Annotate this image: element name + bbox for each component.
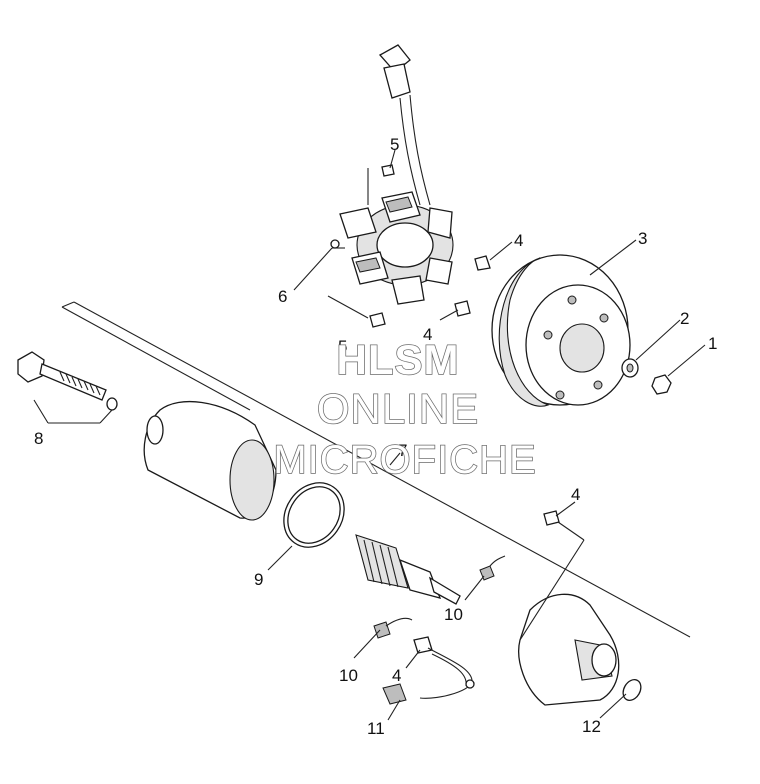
callout-11: 11 — [367, 719, 385, 738]
watermark: HLSM ONLINE MICROFICHE — [273, 335, 537, 483]
callout-7: 7 — [398, 441, 407, 460]
watermark-line-3: MICROFICHE — [273, 438, 536, 482]
flywheel — [491, 254, 631, 407]
screw-4-bracket — [543, 510, 560, 526]
watermark-line-2: ONLINE — [317, 385, 479, 432]
callout-6: 6 — [278, 287, 287, 306]
starter-assembly-bracket — [61, 301, 691, 638]
callout-4: 4 — [423, 325, 432, 344]
screw-5-upper — [381, 164, 395, 177]
stator-wire — [378, 44, 431, 206]
callout-3: 3 — [638, 229, 647, 248]
screw-4-right — [474, 255, 491, 271]
washer — [621, 358, 639, 378]
callout-9: 9 — [254, 570, 263, 589]
callout-4: 4 — [392, 666, 401, 685]
screw-4-lower — [454, 300, 471, 317]
callout-5: 5 — [390, 135, 399, 154]
brush-cable — [382, 647, 475, 705]
callout-4: 4 — [571, 485, 580, 504]
watermark-line-1: HLSM — [337, 336, 460, 383]
nut — [651, 374, 672, 395]
small-o-ring — [622, 679, 642, 701]
callout-10: 10 — [444, 605, 463, 624]
callout-10: 10 — [339, 666, 358, 685]
callout-8: 8 — [34, 429, 43, 448]
callout-labels: 1 2 3 4 5 6 5 4 7 8 9 10 4 10 4 11 12 — [34, 135, 717, 738]
leader-lines — [33, 149, 706, 721]
callout-12: 12 — [582, 717, 601, 736]
callout-2: 2 — [680, 309, 689, 328]
callout-5: 5 — [338, 337, 347, 356]
brush-lead-lower — [373, 617, 413, 639]
starter-motor-housing — [143, 400, 277, 521]
o-ring — [283, 482, 345, 548]
screw-5-lower — [369, 312, 386, 328]
callout-4: 4 — [514, 231, 523, 250]
long-bolt — [17, 351, 118, 411]
screw-4-lower-bracket — [413, 636, 433, 654]
callout-1: 1 — [708, 334, 717, 353]
stator — [330, 191, 454, 305]
starter-end-cover — [518, 593, 620, 706]
armature — [355, 534, 461, 605]
